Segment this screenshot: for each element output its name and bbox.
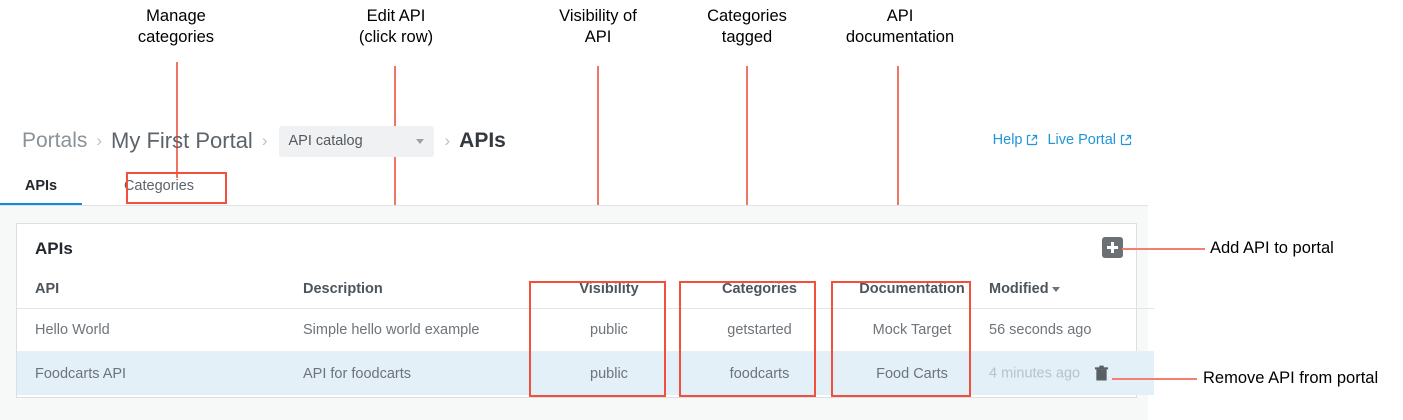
- sort-descending-icon: [1051, 286, 1060, 292]
- tab-apis[interactable]: APIs: [0, 172, 82, 206]
- cell-modified: 4 minutes ago: [989, 351, 1154, 395]
- cell-categories: foodcarts: [684, 351, 835, 395]
- breadcrumb-portals[interactable]: Portals: [22, 129, 88, 152]
- callout-label-add-api-to-portal: Add API to portal: [1210, 239, 1334, 257]
- callout-label-remove-api-from-portal: Remove API from portal: [1203, 369, 1379, 387]
- help-link[interactable]: Help: [993, 132, 1039, 148]
- cell-documentation: Mock Target: [835, 308, 989, 352]
- table-header-row: API Description Visibility Categories Do…: [17, 275, 1154, 309]
- apis-card: APIs API Description Visibility Categori…: [16, 223, 1154, 398]
- external-link-icon: [1120, 134, 1132, 146]
- apis-table: API Description Visibility Categories Do…: [17, 275, 1154, 395]
- cell-description: Simple hello world example: [303, 308, 534, 352]
- cell-visibility: public: [534, 308, 684, 352]
- callout-label-edit-api: Edit API (click row): [358, 7, 434, 46]
- header-links: Help Live Portal: [993, 132, 1132, 148]
- table-row[interactable]: Foodcarts API API for foodcarts public f…: [17, 351, 1154, 395]
- live-portal-link[interactable]: Live Portal: [1047, 132, 1132, 148]
- breadcrumb-portal-name[interactable]: My First Portal: [111, 128, 253, 153]
- cell-categories: getstarted: [684, 308, 835, 352]
- callout-label-api-documentation: API documentation: [845, 7, 955, 46]
- callout-label-manage-categories: Manage categories: [137, 7, 215, 46]
- breadcrumb: Portals › My First Portal › API catalog …: [22, 124, 506, 158]
- breadcrumb-current: APIs: [459, 129, 506, 152]
- add-api-button[interactable]: [1102, 237, 1123, 258]
- catalog-select[interactable]: API catalog: [278, 125, 434, 157]
- callout-line-add-api-to-portal: [1122, 248, 1205, 250]
- breadcrumb-separator-icon: ›: [96, 131, 103, 150]
- tab-categories[interactable]: Categories: [123, 178, 195, 194]
- cell-modified: 56 seconds ago: [989, 308, 1154, 352]
- live-portal-link-label: Live Portal: [1047, 132, 1116, 148]
- cell-api: Foodcarts API: [17, 351, 303, 395]
- column-header-modified[interactable]: Modified: [989, 275, 1154, 309]
- column-header-categories[interactable]: Categories: [684, 275, 835, 309]
- callout-line-manage-categories: [176, 62, 178, 178]
- cell-api: Hello World: [17, 308, 303, 352]
- tab-bar: APIs Categories: [0, 172, 1148, 206]
- help-link-label: Help: [992, 132, 1023, 148]
- breadcrumb-separator-icon: ›: [444, 131, 451, 150]
- catalog-select-value: API catalog: [288, 133, 363, 149]
- column-header-api[interactable]: API: [17, 275, 303, 309]
- chevron-down-icon: [415, 138, 424, 144]
- delete-icon[interactable]: [1094, 365, 1109, 382]
- column-header-description[interactable]: Description: [303, 275, 534, 309]
- plus-icon: [1111, 242, 1114, 253]
- callout-label-categories-tagged: Categories tagged: [707, 7, 787, 46]
- callout-line-api-documentation: [897, 66, 899, 282]
- cell-description: API for foodcarts: [303, 351, 534, 395]
- cell-modified-label: 4 minutes ago: [989, 365, 1081, 382]
- column-header-modified-label: Modified: [989, 281, 1049, 297]
- cell-documentation: Food Carts: [835, 351, 989, 395]
- breadcrumb-separator-icon: ›: [261, 131, 268, 150]
- column-header-visibility[interactable]: Visibility: [534, 275, 684, 309]
- callout-line-remove-api-from-portal: [1112, 378, 1197, 380]
- card-title: APIs: [35, 239, 73, 258]
- callout-line-visibility-of-api: [597, 66, 599, 282]
- table-row[interactable]: Hello World Simple hello world example p…: [17, 308, 1154, 352]
- cell-visibility: public: [534, 351, 684, 395]
- external-link-icon: [1027, 134, 1038, 146]
- column-header-documentation[interactable]: Documentation: [835, 275, 989, 309]
- callout-line-categories-tagged: [746, 66, 748, 282]
- callout-label-visibility-of-api: Visibility of API: [559, 7, 637, 46]
- portal-page: Portals › My First Portal › API catalog …: [0, 110, 1154, 420]
